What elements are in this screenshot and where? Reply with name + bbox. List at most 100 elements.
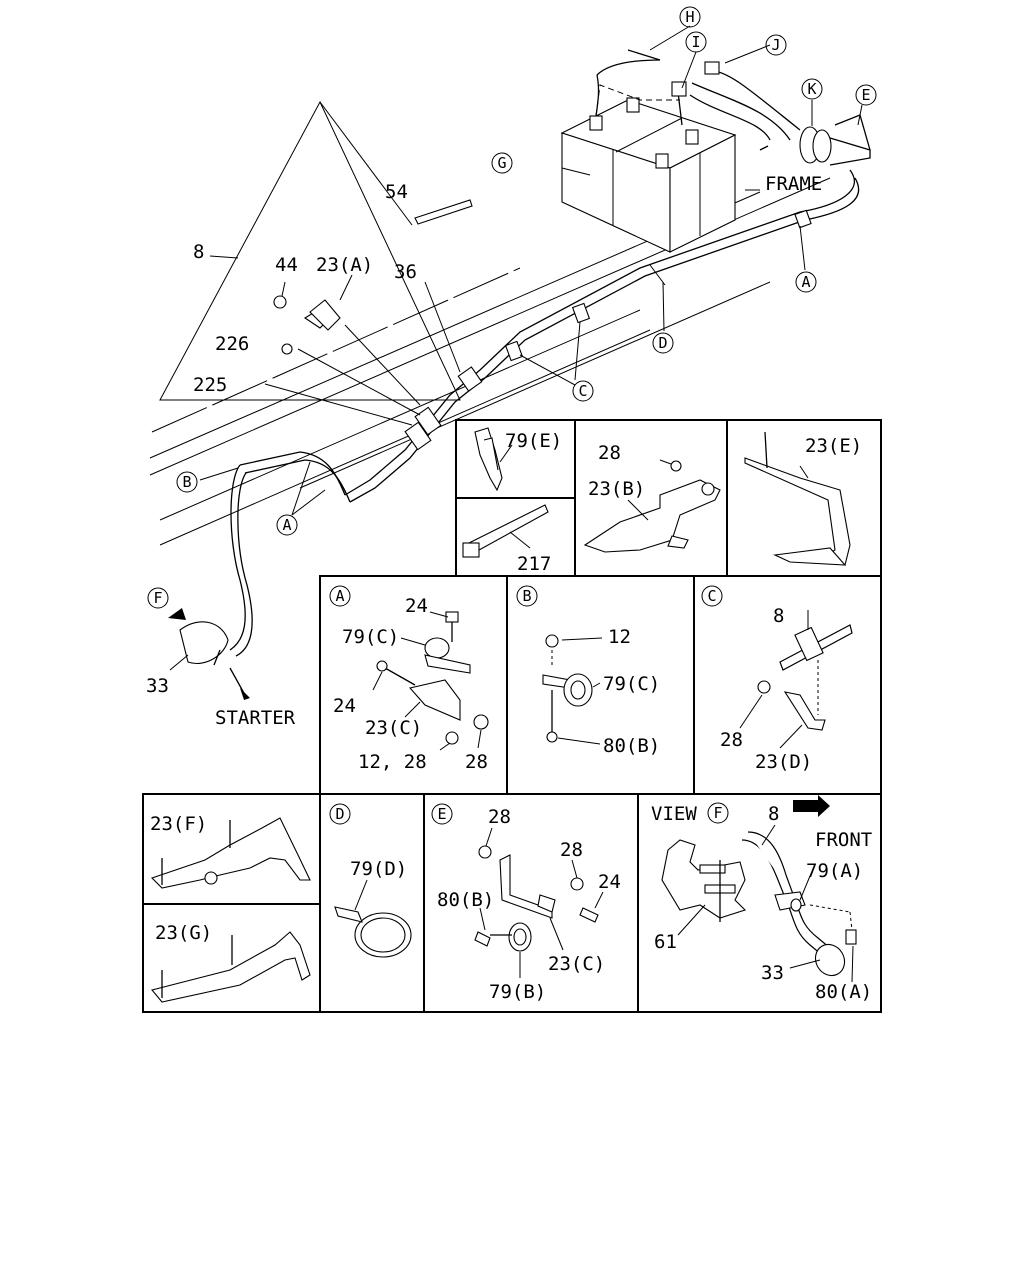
label-24-top: 24 xyxy=(405,595,428,617)
circle-a-top: A xyxy=(795,271,817,293)
circle-f-detail: F xyxy=(707,802,729,824)
circle-e-detail: E xyxy=(431,803,453,825)
circle-h: H xyxy=(679,6,701,28)
svg-text:A: A xyxy=(335,587,344,605)
circle-d-detail: D xyxy=(329,803,351,825)
circle-i: I xyxy=(685,31,707,53)
label-79d: 79(D) xyxy=(350,858,407,880)
label-23e: 23(E) xyxy=(805,435,862,457)
circle-a-lower: A xyxy=(276,514,298,536)
label-12: 12 xyxy=(608,626,631,648)
svg-text:C: C xyxy=(578,382,587,400)
circle-j: J xyxy=(765,34,787,56)
svg-text:G: G xyxy=(497,154,506,172)
circle-c-detail: C xyxy=(701,585,723,607)
label-80b: 80(B) xyxy=(603,735,660,757)
label-23g: 23(G) xyxy=(155,922,212,944)
front-arrow-icon xyxy=(793,795,830,817)
label-28-e-right: 28 xyxy=(560,839,583,861)
label-33-f: 33 xyxy=(761,962,784,984)
label-44: 44 xyxy=(275,254,298,276)
label-80a: 80(A) xyxy=(815,981,872,1003)
circle-b: B xyxy=(176,471,198,493)
label-12-28: 12, 28 xyxy=(358,751,427,773)
label-front: FRONT xyxy=(815,829,872,851)
detail-e: E 28 28 24 80(B) 23(C) 79(B) xyxy=(431,803,621,1003)
detail-23b: 28 23(B) xyxy=(583,442,721,553)
label-8-c: 8 xyxy=(773,605,784,627)
label-226: 226 xyxy=(215,333,249,355)
label-23b: 23(B) xyxy=(588,478,645,500)
leader-lines xyxy=(168,25,863,700)
label-79a: 79(A) xyxy=(806,860,863,882)
svg-text:F: F xyxy=(153,589,162,607)
svg-text:A: A xyxy=(282,516,291,534)
svg-text:D: D xyxy=(658,334,667,352)
svg-text:H: H xyxy=(685,8,694,26)
svg-text:J: J xyxy=(771,36,780,54)
detail-23g: 23(G) xyxy=(151,922,311,1003)
detail-23f: 23(F) xyxy=(150,813,311,889)
label-225: 225 xyxy=(193,374,227,396)
detail-217: 217 xyxy=(462,504,551,575)
circle-d: D xyxy=(652,332,674,354)
circle-g: G xyxy=(491,152,513,174)
label-23a: 23(A) xyxy=(316,254,373,276)
label-view: VIEW xyxy=(651,803,697,825)
label-33: 33 xyxy=(146,675,169,697)
circle-f: F xyxy=(147,587,169,609)
svg-text:F: F xyxy=(713,804,722,822)
circle-k: K xyxy=(801,78,823,100)
main-harness xyxy=(179,169,860,666)
detail-d: D 79(D) xyxy=(329,803,412,958)
label-24-left: 24 xyxy=(333,695,356,717)
svg-text:E: E xyxy=(861,86,870,104)
circle-b-detail: B xyxy=(516,585,538,607)
label-28: 28 xyxy=(598,442,621,464)
label-8: 8 xyxy=(193,241,204,263)
svg-text:D: D xyxy=(335,805,344,823)
detail-c: C 8 28 23(D) xyxy=(701,585,853,773)
label-frame: FRAME xyxy=(765,173,822,195)
main-assembly: 8 54 44 23(A) 36 226 225 FRAME STARTER 3… xyxy=(146,6,877,729)
label-23c: 23(C) xyxy=(365,717,422,739)
label-23f: 23(F) xyxy=(150,813,207,835)
label-28-c: 28 xyxy=(720,729,743,751)
label-79c-b: 79(C) xyxy=(603,673,660,695)
label-79e: 79(E) xyxy=(505,430,562,452)
label-28: 28 xyxy=(465,751,488,773)
svg-text:B: B xyxy=(182,473,191,491)
detail-a: A 24 79(C) 24 23(C) 12, 28 28 xyxy=(329,585,489,773)
label-24-e: 24 xyxy=(598,871,621,893)
svg-text:E: E xyxy=(437,805,446,823)
label-217: 217 xyxy=(517,553,551,575)
label-79b-e: 79(B) xyxy=(489,981,546,1003)
label-23d: 23(D) xyxy=(755,751,812,773)
detail-23e: 23(E) xyxy=(744,431,862,566)
label-8-f: 8 xyxy=(768,803,779,825)
label-starter: STARTER xyxy=(215,707,296,729)
svg-text:K: K xyxy=(807,80,816,98)
label-36: 36 xyxy=(394,261,417,283)
svg-text:A: A xyxy=(801,273,810,291)
label-79c: 79(C) xyxy=(342,626,399,648)
callout-triangle xyxy=(159,100,461,401)
svg-text:B: B xyxy=(522,587,531,605)
circle-e: E xyxy=(855,84,877,106)
battery xyxy=(560,97,737,253)
circle-c: C xyxy=(572,380,594,402)
detail-b: B 12 79(C) 80(B) xyxy=(516,585,660,757)
detail-grid xyxy=(142,419,882,1013)
detail-view-f: VIEW F 8 FRONT 79(A) 61 33 80(A) xyxy=(651,795,872,1003)
circle-a: A xyxy=(329,585,351,607)
bracket-23a-group xyxy=(273,199,473,355)
label-61: 61 xyxy=(654,931,677,953)
svg-text:I: I xyxy=(691,33,700,51)
detail-79e: 79(E) xyxy=(474,427,562,492)
label-23c-e: 23(C) xyxy=(548,953,605,975)
label-28-e-top: 28 xyxy=(488,806,511,828)
svg-text:C: C xyxy=(707,587,716,605)
label-80b-e: 80(B) xyxy=(437,889,494,911)
label-54: 54 xyxy=(385,181,408,203)
